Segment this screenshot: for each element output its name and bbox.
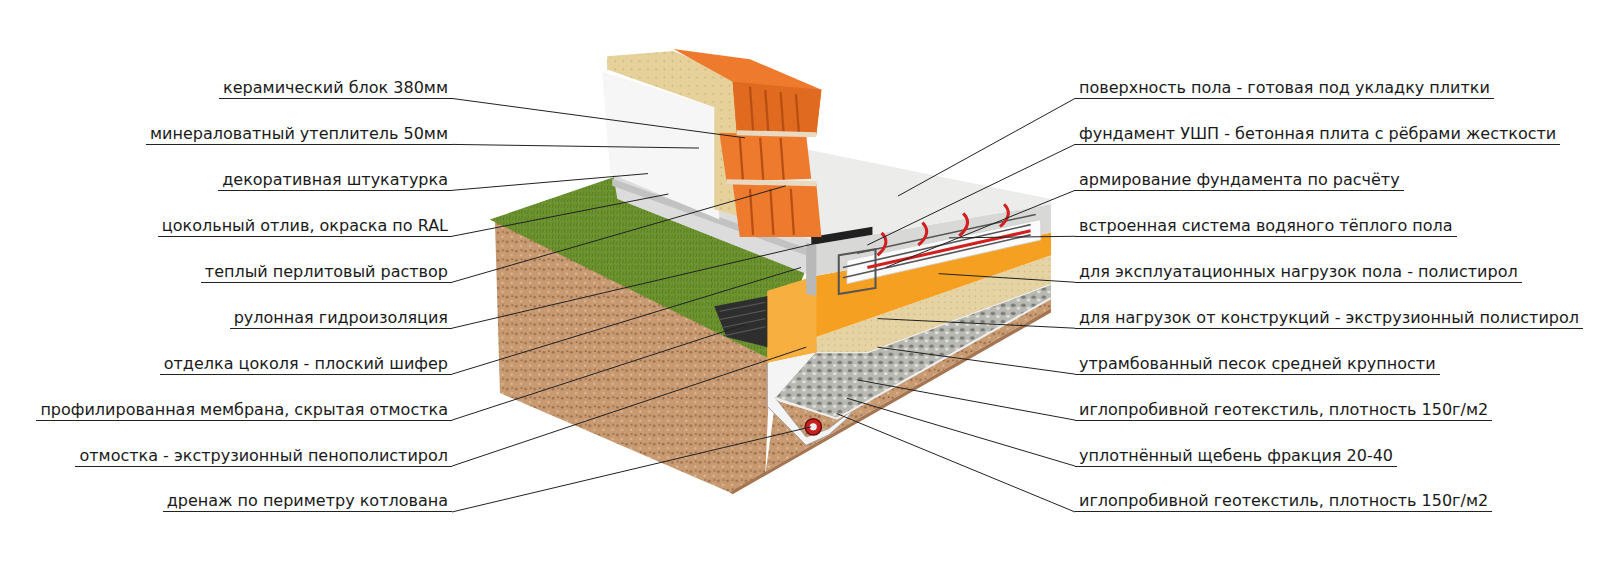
leader-line <box>452 325 745 420</box>
leader-line <box>837 414 1075 512</box>
leader-line <box>886 190 1075 267</box>
leader-line <box>452 427 811 512</box>
callout-label: иглопробивной геотекстиль, плотность 150… <box>1075 491 1492 512</box>
callout-label: отмостка - экструзионный пенополистирол <box>75 446 452 467</box>
callout-label: керамический блок 380мм <box>219 78 452 99</box>
leader-line <box>452 174 648 191</box>
callout-label: дренаж по периметру котлована <box>163 491 452 512</box>
callout-label: цокольный отлив, окраска по RAL <box>158 216 452 237</box>
leader-line <box>452 268 801 375</box>
leader-line <box>452 186 786 282</box>
callout-label: армирование фундамента по расчёту <box>1075 170 1404 191</box>
callout-label: теплый перлитовый раствор <box>201 262 452 283</box>
callout-label: для эксплуатационных нагрузок пола - пол… <box>1075 262 1522 283</box>
callout-label: иглопробивной геотекстиль, плотность 150… <box>1075 400 1492 421</box>
callout-label: встроенная система водяного тёплого пола <box>1075 216 1457 237</box>
leader-line <box>452 242 821 328</box>
callout-label: для нагрузок от конструкций - экструзион… <box>1075 308 1583 329</box>
leader-line <box>452 98 745 137</box>
callout-label: отделка цоколя - плоский шифер <box>160 354 452 375</box>
callout-label: фундамент УШП - бетонная плита с рёбрами… <box>1075 124 1560 145</box>
callout-label: минераловатный утеплитель 50мм <box>146 124 452 145</box>
leader-line <box>898 98 1075 196</box>
callout-label: поверхность пола - готовая под укладку п… <box>1075 78 1494 99</box>
leader-line <box>452 144 699 148</box>
leader-line <box>867 144 1075 245</box>
callout-label: утрамбованный песок средней крупности <box>1075 354 1440 375</box>
callout-label: профилированная мембрана, скрытая отмост… <box>36 400 452 421</box>
leader-line <box>878 347 1075 374</box>
callout-label: уплотнённый щебень фракция 20-40 <box>1075 446 1397 467</box>
leader-line <box>949 236 1075 238</box>
leader-line <box>857 380 1075 420</box>
leader-line <box>452 347 806 466</box>
callout-label: декоративная штукатурка <box>218 170 452 191</box>
leader-line <box>939 274 1075 283</box>
callout-label: рулонная гидроизоляция <box>230 308 452 329</box>
leader-line <box>878 319 1075 329</box>
leader-line <box>452 194 668 236</box>
